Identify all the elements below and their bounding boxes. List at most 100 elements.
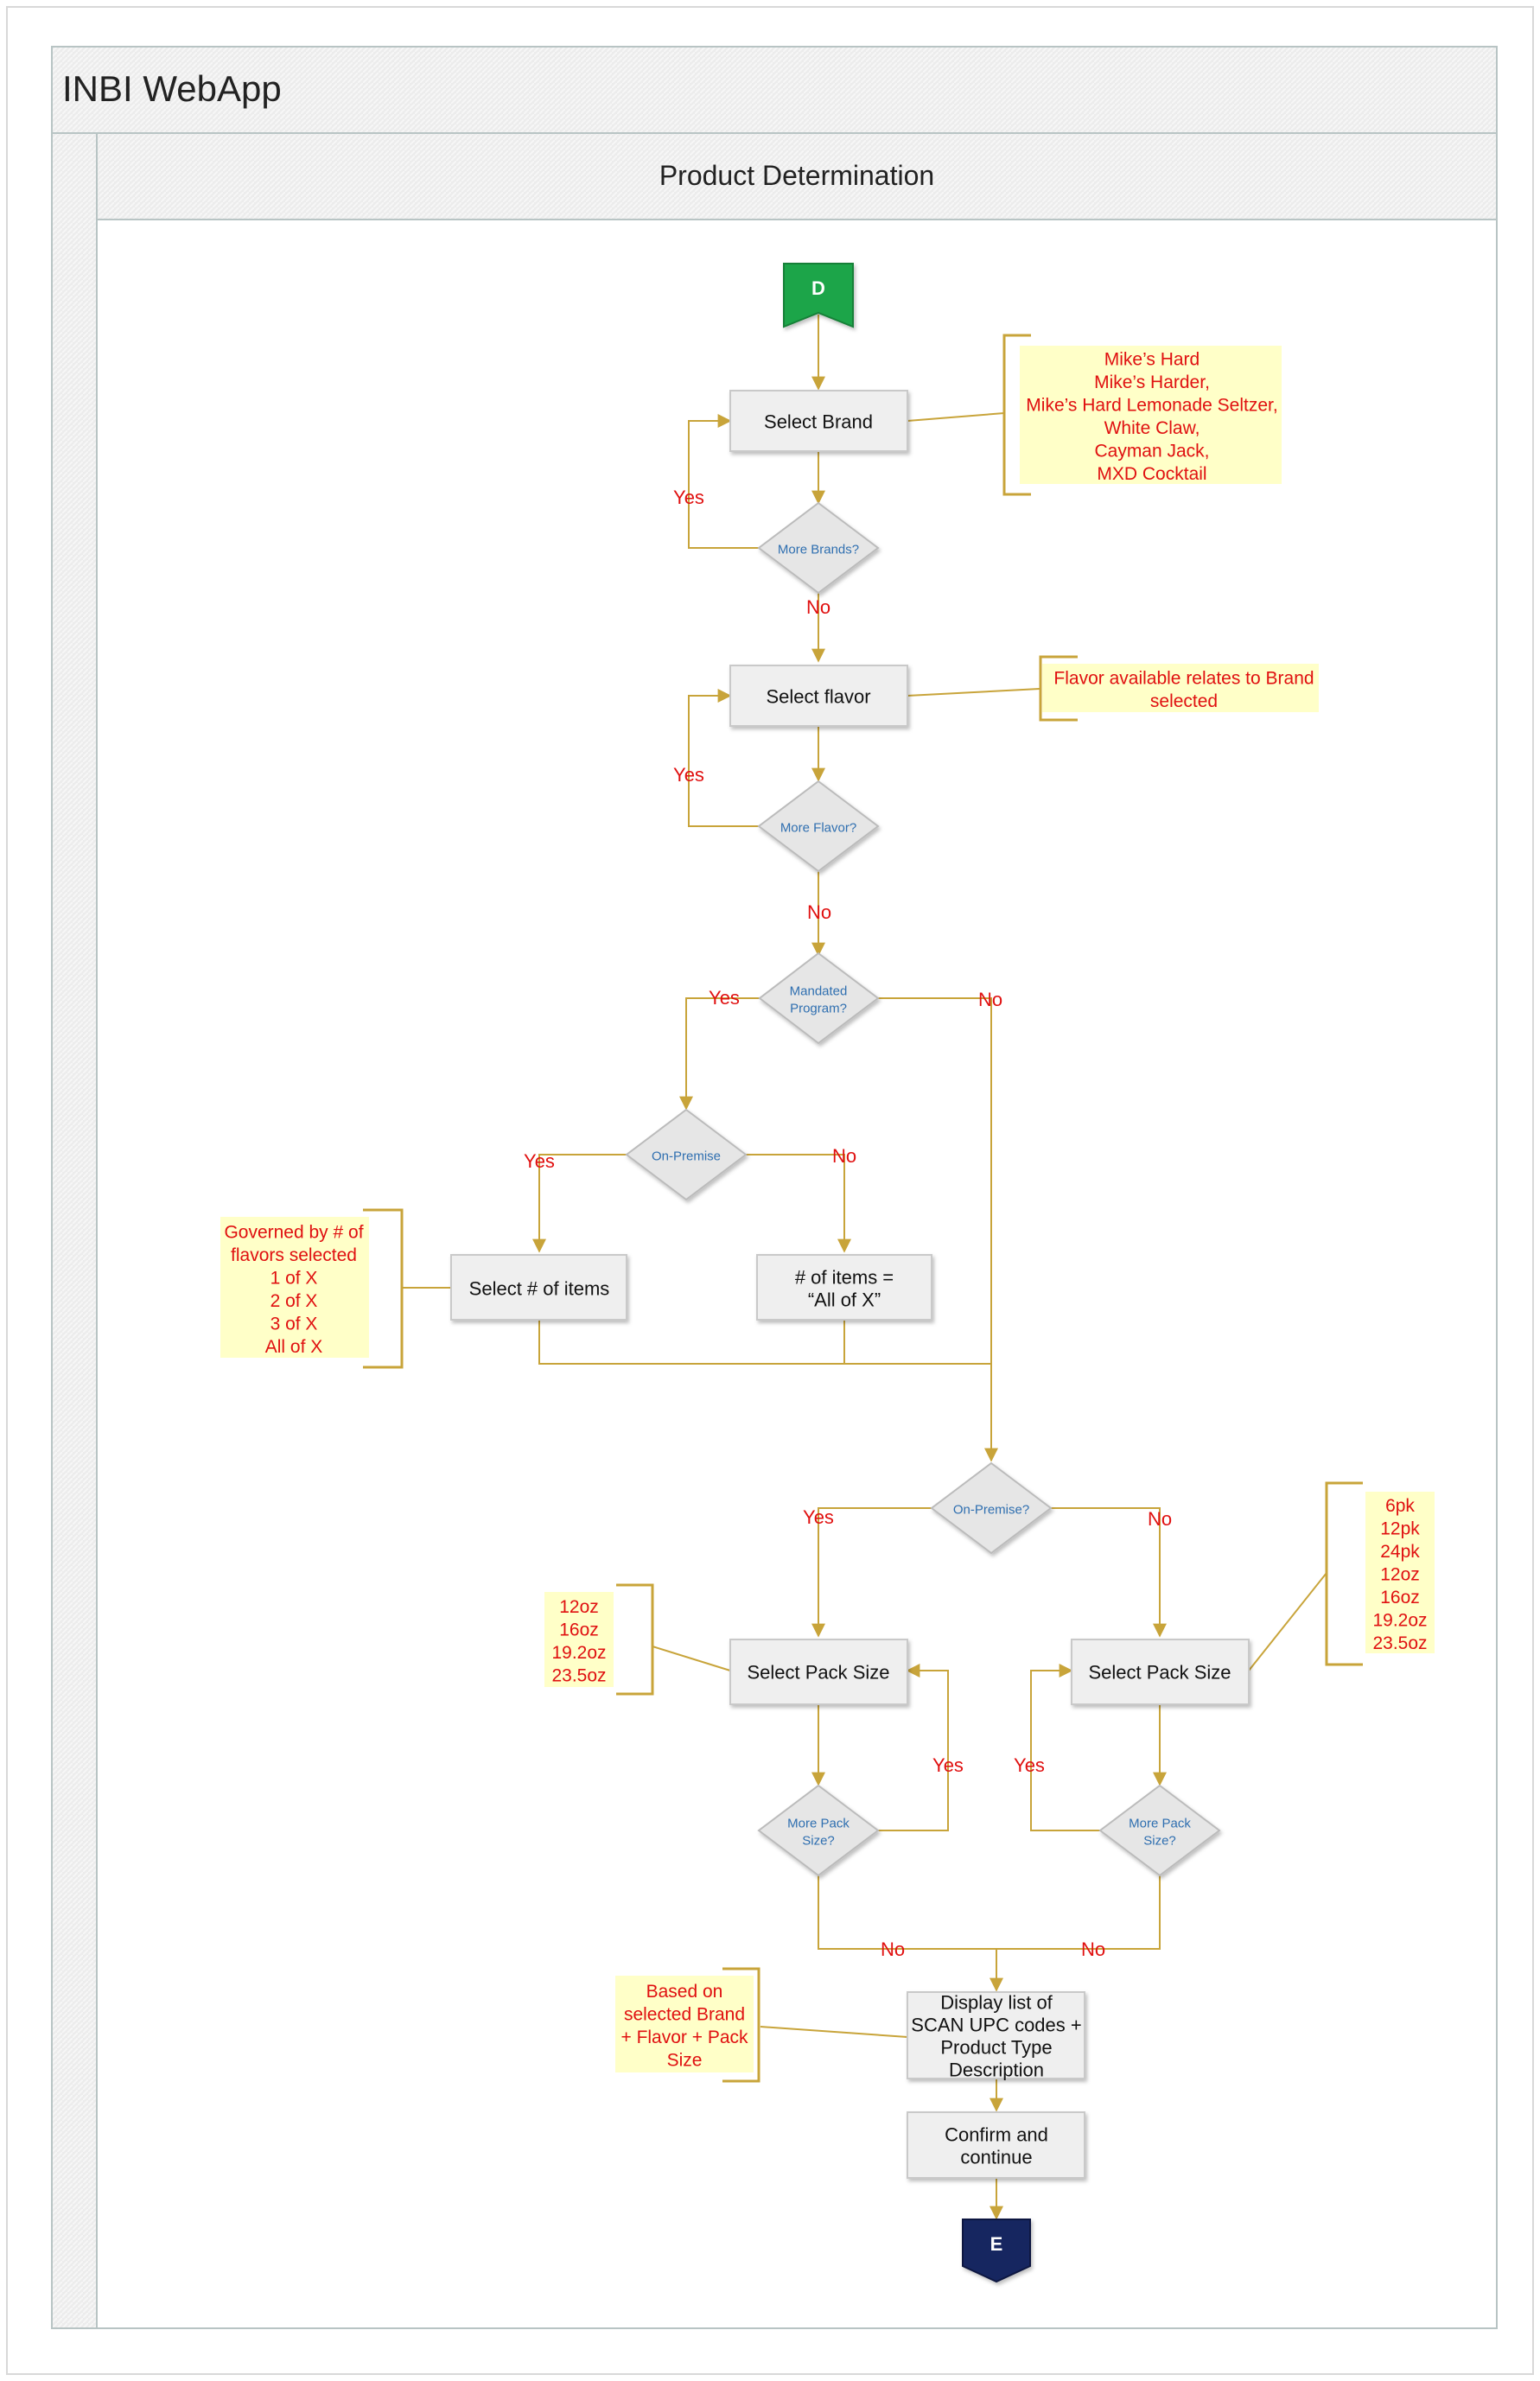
edge-more-pack-left-yes	[878, 1664, 949, 1831]
text-line: Select Pack Size	[1088, 1662, 1231, 1684]
text-line: 1 of X	[270, 1268, 318, 1288]
text-line: Size?	[1143, 1834, 1176, 1849]
text-line: 12pk	[1380, 1519, 1420, 1539]
label-onprem2-yes: Yes	[803, 1506, 834, 1528]
lane-header	[96, 132, 1498, 220]
label-mandated-yes: Yes	[709, 987, 740, 1009]
text-line: More Pack	[787, 1817, 850, 1831]
label-more-brands-yes: Yes	[673, 487, 704, 508]
svg-text:Select Pack Size: Select Pack Size	[1088, 1662, 1231, 1684]
edge-onprem2-yes	[811, 1507, 932, 1638]
text-line: Governed by # of	[224, 1222, 363, 1242]
start-terminal: D	[783, 263, 854, 328]
process-items-all: # of items =“All of X”	[756, 1254, 932, 1321]
text-line: Size?	[802, 1834, 835, 1849]
svg-text:On-Premise?: On-Premise?	[953, 1503, 1029, 1518]
note-link-brands	[907, 412, 1005, 422]
edge-mandated-yes	[679, 997, 760, 1111]
svg-text:On-Premise: On-Premise	[652, 1149, 721, 1164]
label-more-pack-left-yes: Yes	[932, 1754, 964, 1776]
text-line: 16oz	[559, 1620, 599, 1639]
process-pack-right: Select Pack Size	[1071, 1639, 1250, 1705]
connectors	[402, 315, 1327, 2220]
text-line: More Flavor?	[780, 821, 856, 836]
end-terminal: E	[962, 2219, 1031, 2283]
label-onprem1-yes: Yes	[524, 1150, 555, 1172]
text-line: 6pk	[1385, 1496, 1415, 1516]
text-line: selected	[1150, 691, 1218, 711]
text-line: 19.2oz	[1372, 1611, 1427, 1631]
text-line: Confirm and	[945, 2124, 1048, 2146]
svg-text:Select Brand: Select Brand	[764, 411, 873, 433]
pool-side-bar	[51, 132, 98, 2329]
note-link-pack-left	[652, 1646, 731, 1671]
text-line: Based on	[646, 1982, 723, 2002]
process-select-flavor: Select flavor	[729, 665, 908, 727]
svg-text:# of items =“All of X”: # of items =“All of X”	[795, 1267, 894, 1311]
text-line: More Brands?	[778, 543, 859, 557]
edge-more-pack-right-yes	[1030, 1664, 1100, 1831]
note-link-pack-right	[1248, 1572, 1327, 1671]
edge-more-flavor-yes	[688, 689, 759, 827]
note-link-flavor	[907, 688, 1040, 697]
label-more-pack-left-no: No	[881, 1939, 905, 1960]
text-line: Cayman Jack,	[1094, 441, 1209, 461]
edge-more-pack-left-no	[818, 1875, 1003, 1992]
lane-title: Product Determination	[659, 160, 934, 191]
text-line: Select # of items	[469, 1278, 610, 1300]
label-more-pack-right-yes: Yes	[1014, 1754, 1045, 1776]
text-line: More Pack	[1129, 1817, 1191, 1831]
text-line: 2 of X	[270, 1291, 318, 1311]
text-line: 3 of X	[270, 1314, 318, 1334]
label-more-brands-no: No	[806, 596, 830, 618]
text-line: Description	[949, 2060, 1044, 2081]
edge-items-merge	[538, 1320, 991, 1365]
text-line: Mike’s Hard	[1104, 349, 1200, 369]
text-line: Size	[667, 2050, 703, 2070]
start-terminal-label: D	[811, 277, 825, 299]
text-line: Display list of	[940, 1992, 1053, 2014]
text-line: 12oz	[1380, 1565, 1420, 1585]
process-pack-left: Select Pack Size	[729, 1639, 908, 1705]
end-terminal-label: E	[990, 2233, 1003, 2255]
text-line: 12oz	[559, 1597, 599, 1617]
text-line: 23.5oz	[1372, 1633, 1427, 1653]
edge-onprem1-no	[746, 1154, 851, 1253]
decision-more-flavor: More Flavor?	[757, 780, 880, 873]
label-more-flavor-yes: Yes	[673, 764, 704, 786]
text-line: White Claw,	[1104, 418, 1200, 438]
text-line: 19.2oz	[551, 1643, 606, 1663]
process-select-brand: Select Brand	[729, 390, 908, 452]
text-line: Select Brand	[764, 411, 873, 433]
decision-more-brands: More Brands?	[757, 501, 880, 595]
text-line: 16oz	[1380, 1588, 1420, 1607]
text-line: On-Premise	[652, 1149, 721, 1164]
text-line: On-Premise?	[953, 1503, 1029, 1518]
text-line: Program?	[790, 1002, 847, 1016]
text-line: selected Brand	[624, 2004, 745, 2024]
svg-text:More Flavor?: More Flavor?	[780, 821, 856, 836]
decision-on-premise-2: On-Premise?	[930, 1461, 1053, 1555]
text-line: + Flavor + Pack	[620, 2028, 748, 2047]
label-more-flavor-no: No	[807, 901, 831, 923]
svg-text:Select Pack Size: Select Pack Size	[747, 1662, 889, 1684]
text-line: Product Type	[940, 2037, 1052, 2059]
svg-text:Flavor available relates to Br: Flavor available relates to Brandselecte…	[1053, 668, 1314, 711]
